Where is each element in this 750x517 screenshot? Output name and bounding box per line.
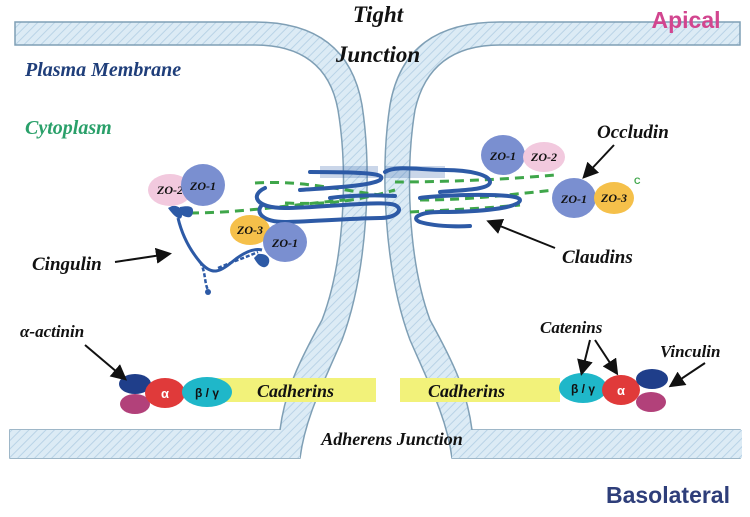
zo3-left-label: ZO-3 xyxy=(236,223,263,237)
apical-label: Apical xyxy=(651,7,720,33)
zo2-right-label: ZO-2 xyxy=(530,150,557,164)
bottom-membrane-right xyxy=(452,430,742,458)
c-terminus-mark: C xyxy=(634,176,641,186)
left-cell-membrane xyxy=(9,21,368,459)
zo1-left-top xyxy=(181,164,225,206)
beta-gamma-catenin-right-label: β / γ xyxy=(571,382,595,396)
alpha-catenin-left xyxy=(145,378,185,408)
alpha-actinin-label: α-actinin xyxy=(20,322,84,341)
basolateral-label: Basolateral xyxy=(606,482,730,508)
zo2-left xyxy=(148,174,192,206)
vinculin-label: Vinculin xyxy=(660,342,720,361)
zo2-right xyxy=(523,142,565,172)
claudin-band-left xyxy=(320,166,378,178)
cingulin-molecule xyxy=(168,205,270,295)
zo3-right-label: ZO-3 xyxy=(600,191,627,205)
actinin-left-magenta xyxy=(120,394,150,414)
cadherins-left-label: Cadherins xyxy=(257,381,334,401)
vinculin-right-navy xyxy=(636,369,668,389)
catenins-label: Catenins xyxy=(540,318,603,337)
zo1-left-bottom-label: ZO-1 xyxy=(271,236,298,250)
zo3-right xyxy=(594,182,634,214)
right-cell-membrane xyxy=(384,21,741,459)
beta-gamma-catenin-left xyxy=(182,377,232,407)
vinculin-right-magenta xyxy=(636,392,666,412)
beta-gamma-catenin-right xyxy=(559,373,607,403)
claudin-strands xyxy=(254,166,523,229)
bottom-membrane-left xyxy=(10,430,300,458)
pointer-arrows xyxy=(84,144,706,388)
zo1-left-bottom xyxy=(263,222,307,262)
tight-junction-title-line1: Tight xyxy=(353,2,404,27)
cytoplasm-label: Cytoplasm xyxy=(25,117,112,139)
claudins-label: Claudins xyxy=(562,247,633,268)
zo1-right-top xyxy=(481,135,525,175)
zo1-right-bottom xyxy=(552,178,596,218)
cadherin-bar-right xyxy=(400,378,560,402)
zo3-left xyxy=(230,215,270,245)
tight-junction-title-line2: Junction xyxy=(335,42,420,67)
adherens-junction-label: Adherens Junction xyxy=(320,429,463,449)
plasma-membrane-label: Plasma Membrane xyxy=(24,59,181,81)
beta-gamma-catenin-left-label: β / γ xyxy=(195,386,219,400)
cingulin-label: Cingulin xyxy=(32,254,102,275)
occludin-label: Occludin xyxy=(597,122,669,143)
zo1-right-top-label: ZO-1 xyxy=(489,149,516,163)
alpha-catenin-right-label: α xyxy=(617,383,625,398)
cadherins-right-label: Cadherins xyxy=(428,381,505,401)
alpha-catenin-right xyxy=(602,375,640,405)
alpha-catenin-left-label: α xyxy=(161,386,169,401)
zo2-left-label: ZO-2 xyxy=(156,183,183,197)
zo1-right-bottom-label: ZO-1 xyxy=(560,192,587,206)
claudin-band-right xyxy=(385,166,445,178)
zo1-left-top-label: ZO-1 xyxy=(189,179,216,193)
